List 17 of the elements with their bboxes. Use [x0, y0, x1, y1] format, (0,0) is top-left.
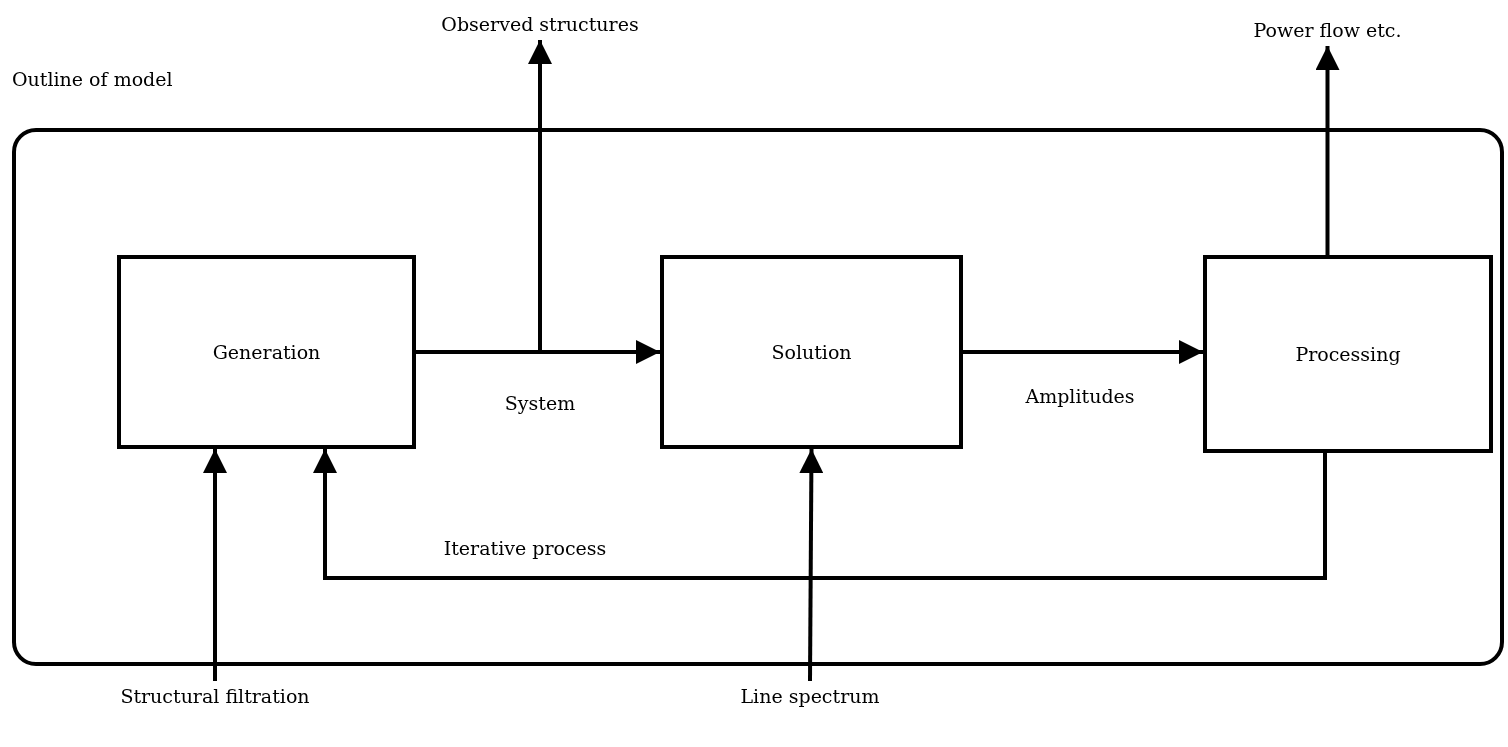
flow-label: Power flow etc.: [1253, 19, 1402, 41]
box-label: Solution: [771, 341, 852, 363]
arrow: [963, 340, 1203, 364]
arrow: [203, 449, 227, 681]
arrow: [1315, 46, 1340, 255]
flow-label: Observed structures: [441, 13, 639, 35]
process-box: [117, 255, 416, 449]
process-box: [660, 255, 963, 449]
arrow: [313, 449, 1327, 580]
flow-label: Line spectrum: [740, 685, 880, 707]
frame-title: Outline of model: [12, 68, 173, 90]
arrow: [416, 40, 552, 354]
box-label: Generation: [212, 341, 321, 363]
process-box: [1203, 255, 1493, 453]
arrow: [799, 449, 824, 681]
box-label: Processing: [1295, 343, 1401, 365]
flow-label: Structural filtration: [120, 685, 310, 707]
